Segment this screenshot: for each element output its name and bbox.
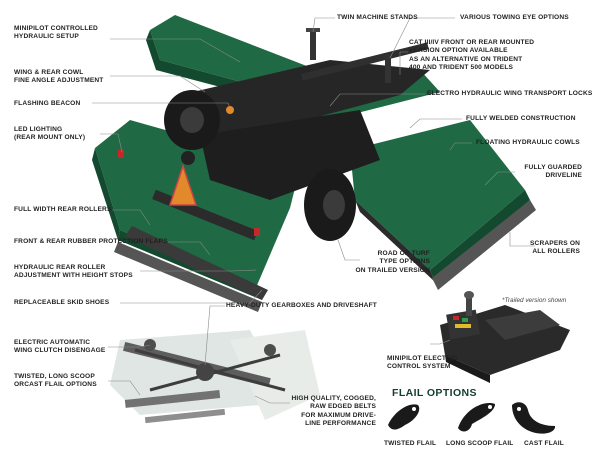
label-cogged-belts: HIGH QUALITY, COGGED, RAW EDGED BELTS FO… (291, 395, 376, 428)
label-cat-mount-option: CAT III/IV FRONT OR REAR MOUNTED VERSION… (409, 39, 535, 72)
trailed-version-note: *Trailed version shown (502, 297, 567, 304)
right-wing-deck (350, 120, 536, 290)
label-gearboxes-driveshaft: HEAVY-DUTY GEARBOXES AND DRIVESHAFT (226, 302, 377, 309)
label-skid-shoes: REPLACEABLE SKID SHOES (14, 299, 110, 306)
twisted-flail-icon (388, 404, 420, 430)
label-roller-scrapers: SCRAPERS ON ALL ROLLERS (530, 240, 581, 256)
label-minipilot-control: MINIPILOT ELECTRIC CONTROL SYSTEM (387, 355, 458, 371)
label-flashing-beacon: FLASHING BEACON (14, 100, 81, 107)
flail-option-long-scoop: LONG SCOOP FLAIL (446, 440, 514, 447)
minipilot-controller (440, 291, 570, 383)
label-guarded-driveline: FULLY GUARDED DRIVELINE (524, 164, 582, 180)
label-welded-construction: FULLY WELDED CONSTRUCTION (466, 115, 576, 122)
label-minipilot-hydraulic: MINIPILOT CONTROLLED HYDRAULIC SETUP (14, 25, 98, 41)
label-led-lighting: LED LIGHTING (REAR MOUNT ONLY) (14, 126, 86, 142)
label-twin-stands: TWIN MACHINE STANDS (337, 14, 418, 21)
flail-option-twisted: TWISTED FLAIL (384, 440, 437, 447)
label-hydraulic-cowls: FLOATING HYDRAULIC COWLS (476, 139, 580, 146)
label-protection-flaps: FRONT & REAR RUBBER PROTECTION FLAPS (14, 238, 168, 245)
label-road-turf-tyres: ROAD OR TURF TYPE OPTIONS ON TRAILED VER… (355, 250, 430, 274)
central-frame (180, 28, 430, 200)
label-rear-roller-adjustment: HYDRAULIC REAR ROLLER ADJUSTMENT WITH HE… (14, 264, 133, 280)
label-flail-options-left: TWISTED, LONG SCOOP ORCAST FLAIL OPTIONS (14, 373, 97, 389)
cast-flail-icon (512, 402, 556, 434)
label-wing-transport-locks: ELECTRO HYDRAULIC WING TRANSPORT LOCKS (427, 90, 593, 97)
label-wing-clutch: ELECTRIC AUTOMATIC WING CLUTCH DISENGAGE (14, 339, 106, 355)
flail-options-heading: FLAIL OPTIONS (392, 387, 477, 399)
drivetrain-xray (110, 330, 320, 424)
label-towing-eye: VARIOUS TOWING EYE OPTIONS (460, 14, 569, 21)
flail-option-cast: CAST FLAIL (524, 440, 564, 447)
long-scoop-flail-icon (458, 403, 495, 432)
label-rear-rollers: FULL WIDTH REAR ROLLERS (14, 206, 112, 213)
wheels (164, 90, 356, 241)
machine-details (118, 106, 260, 236)
label-wing-cowl-adjustment: WING & REAR COWL FINE ANGLE ADJUSTMENT (14, 69, 104, 85)
